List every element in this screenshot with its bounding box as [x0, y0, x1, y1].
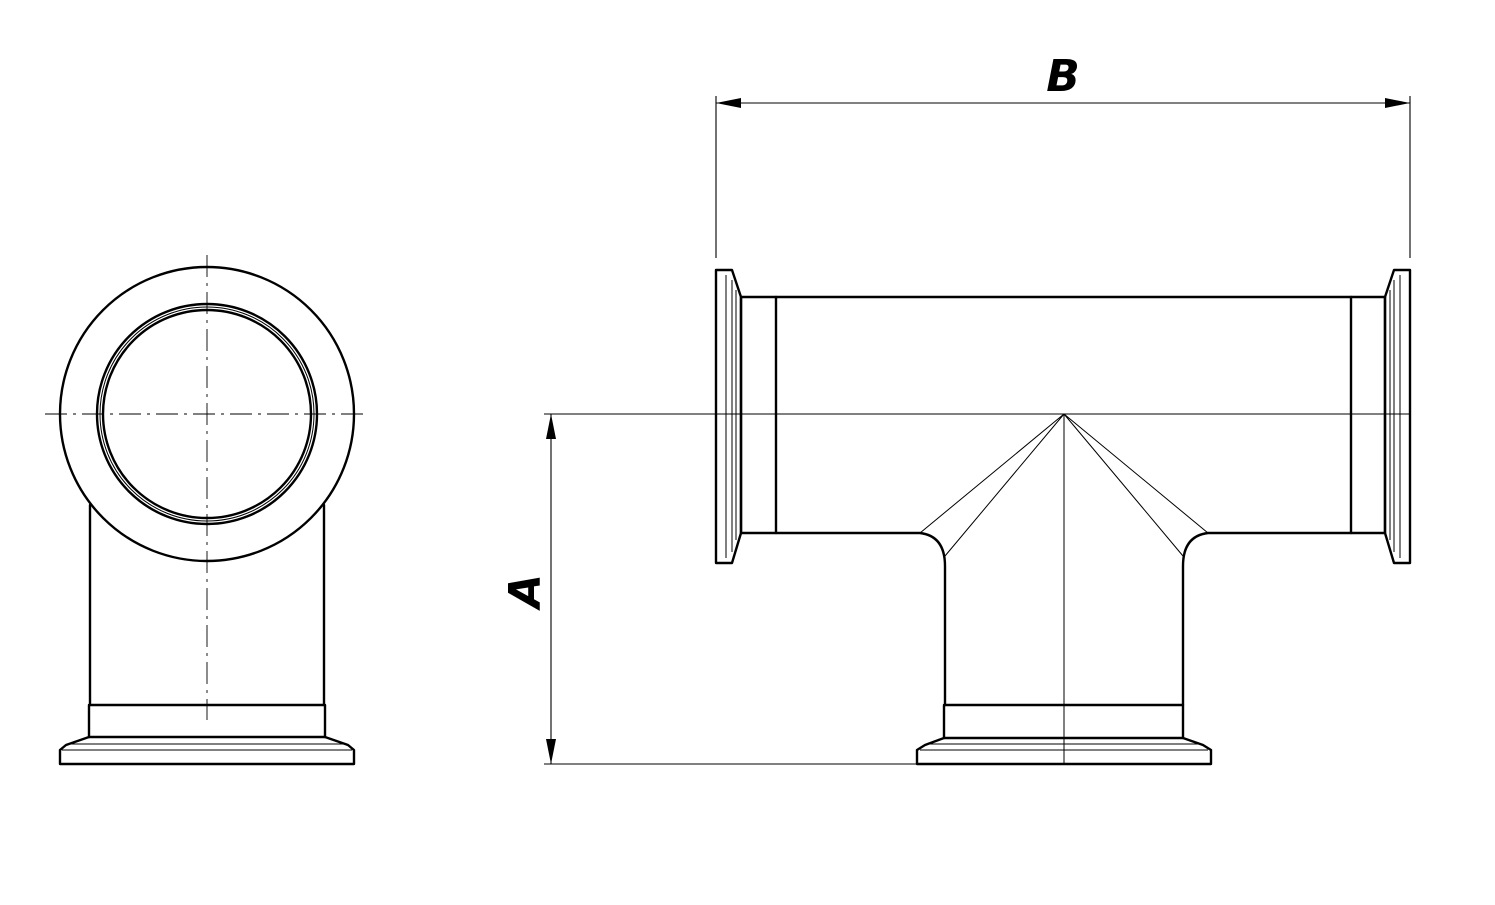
side-view-body	[88, 503, 326, 707]
side-view	[45, 255, 368, 766]
dimension-a: A	[500, 414, 917, 765]
tee-right-collar	[1349, 295, 1387, 535]
dimension-b: B	[715, 51, 1411, 258]
dimension-a-arrow-top	[546, 414, 556, 439]
dimension-b-arrow-right	[1385, 98, 1410, 108]
tee-left-collar	[739, 295, 778, 535]
tee-main-run-bottom-right	[1181, 531, 1353, 707]
side-view-bottom-flange	[58, 735, 356, 766]
dimension-a-arrow-bottom	[546, 739, 556, 764]
dimension-b-arrow-left	[716, 98, 741, 108]
side-view-flange-lines	[62, 743, 352, 751]
dimension-b-label: B	[1046, 51, 1080, 102]
dimension-a-label: A	[500, 574, 551, 611]
tee-left-flange	[714, 268, 743, 565]
tee-main-run-bottom-left	[774, 531, 947, 707]
tee-right-flange	[1383, 268, 1412, 565]
front-view	[544, 268, 1412, 766]
tee-intersection-lines	[919, 413, 1209, 557]
